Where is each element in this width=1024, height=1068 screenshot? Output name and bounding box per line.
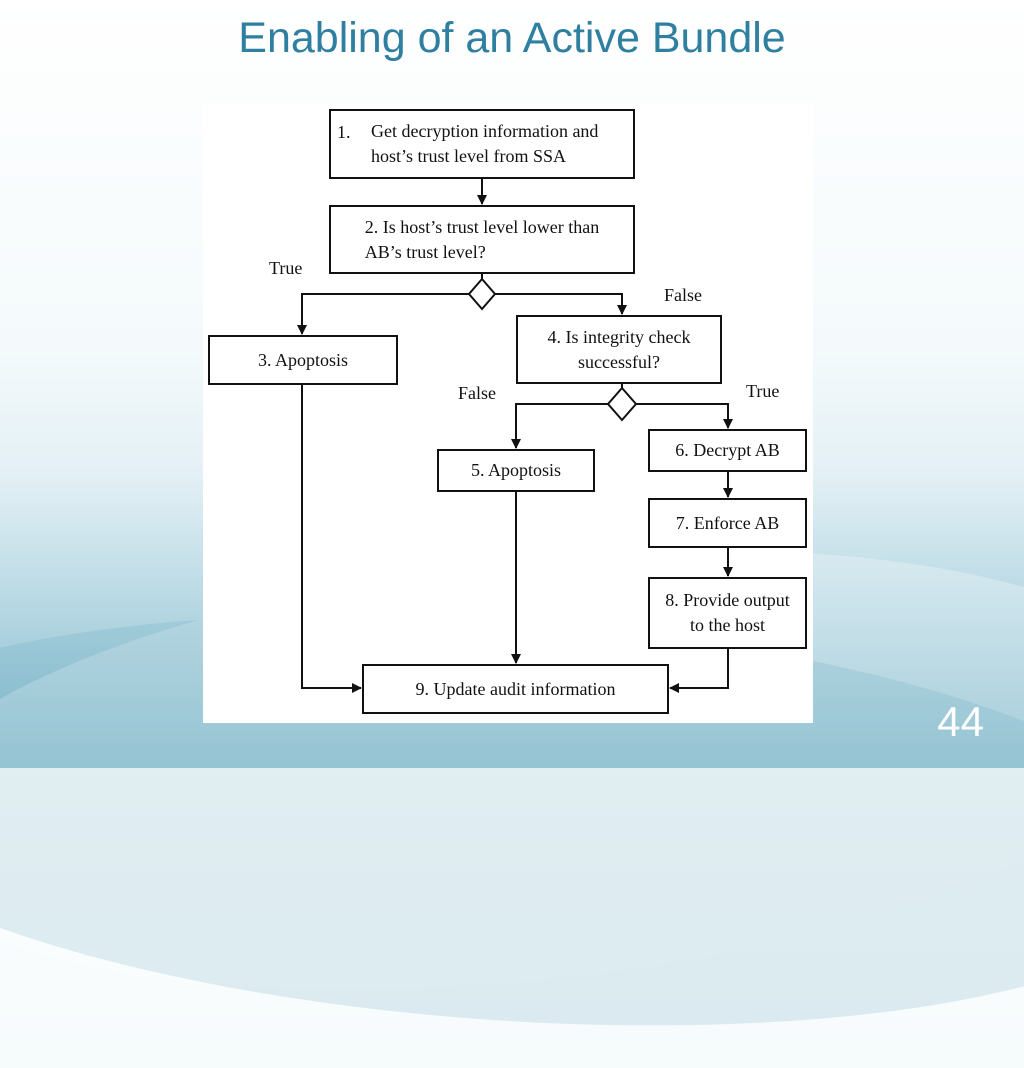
step-5-apoptosis: 5. Apoptosis [437, 449, 595, 492]
step-8-provide-output: 8. Provide output to the host [648, 577, 807, 649]
step-9-text: 9. Update audit information [415, 678, 616, 699]
step-2-text: 2. Is host’s trust level lower than AB’s… [364, 216, 600, 262]
decision-diamond-2 [606, 386, 638, 422]
step-6-decrypt-ab: 6. Decrypt AB [648, 429, 807, 472]
slide-number: 44 [937, 698, 984, 745]
step-7-text: 7. Enforce AB [675, 512, 780, 533]
edge-decision-2-true [636, 403, 733, 429]
step-3-text: 3. Apoptosis [257, 349, 349, 370]
step-2-trust-level-check: 2. Is host’s trust level lower than AB’s… [329, 205, 635, 274]
step-1-number: 1. [337, 122, 351, 142]
decision-diamond-1 [467, 277, 497, 311]
branch-label-false: False [664, 285, 702, 305]
step-6-text: 6. Decrypt AB [675, 440, 780, 460]
edge-decision-1-true [297, 293, 469, 335]
edge-8-to-9 [669, 649, 729, 693]
branch-label-false: False [458, 383, 496, 403]
step-1-get-decryption-info: 1. Get decryption information and host’s… [329, 109, 635, 179]
branch-label-true: True [269, 258, 303, 278]
flowchart-panel: 1. Get decryption information and host’s… [203, 103, 813, 723]
step-1-text: Get decryption information and host’s tr… [371, 121, 599, 166]
step-4-integrity-check: 4. Is integrity check successful? [516, 315, 722, 384]
slide-title: Enabling of an Active Bundle [238, 14, 786, 62]
step-5-text: 5. Apoptosis [470, 460, 562, 480]
edge-3-to-9 [301, 385, 362, 693]
step-7-enforce-ab: 7. Enforce AB [648, 498, 807, 548]
flowchart-connectors [297, 179, 733, 693]
edge-decision-2-false [511, 403, 608, 449]
step-3-apoptosis: 3. Apoptosis [208, 335, 398, 385]
step-4-text: 4. Is integrity check successful? [547, 326, 691, 372]
edge-decision-1-false [495, 293, 627, 315]
branch-label-true: True [746, 381, 780, 401]
step-9-update-audit: 9. Update audit information [362, 664, 669, 714]
step-8-text: 8. Provide output to the host [665, 590, 790, 635]
